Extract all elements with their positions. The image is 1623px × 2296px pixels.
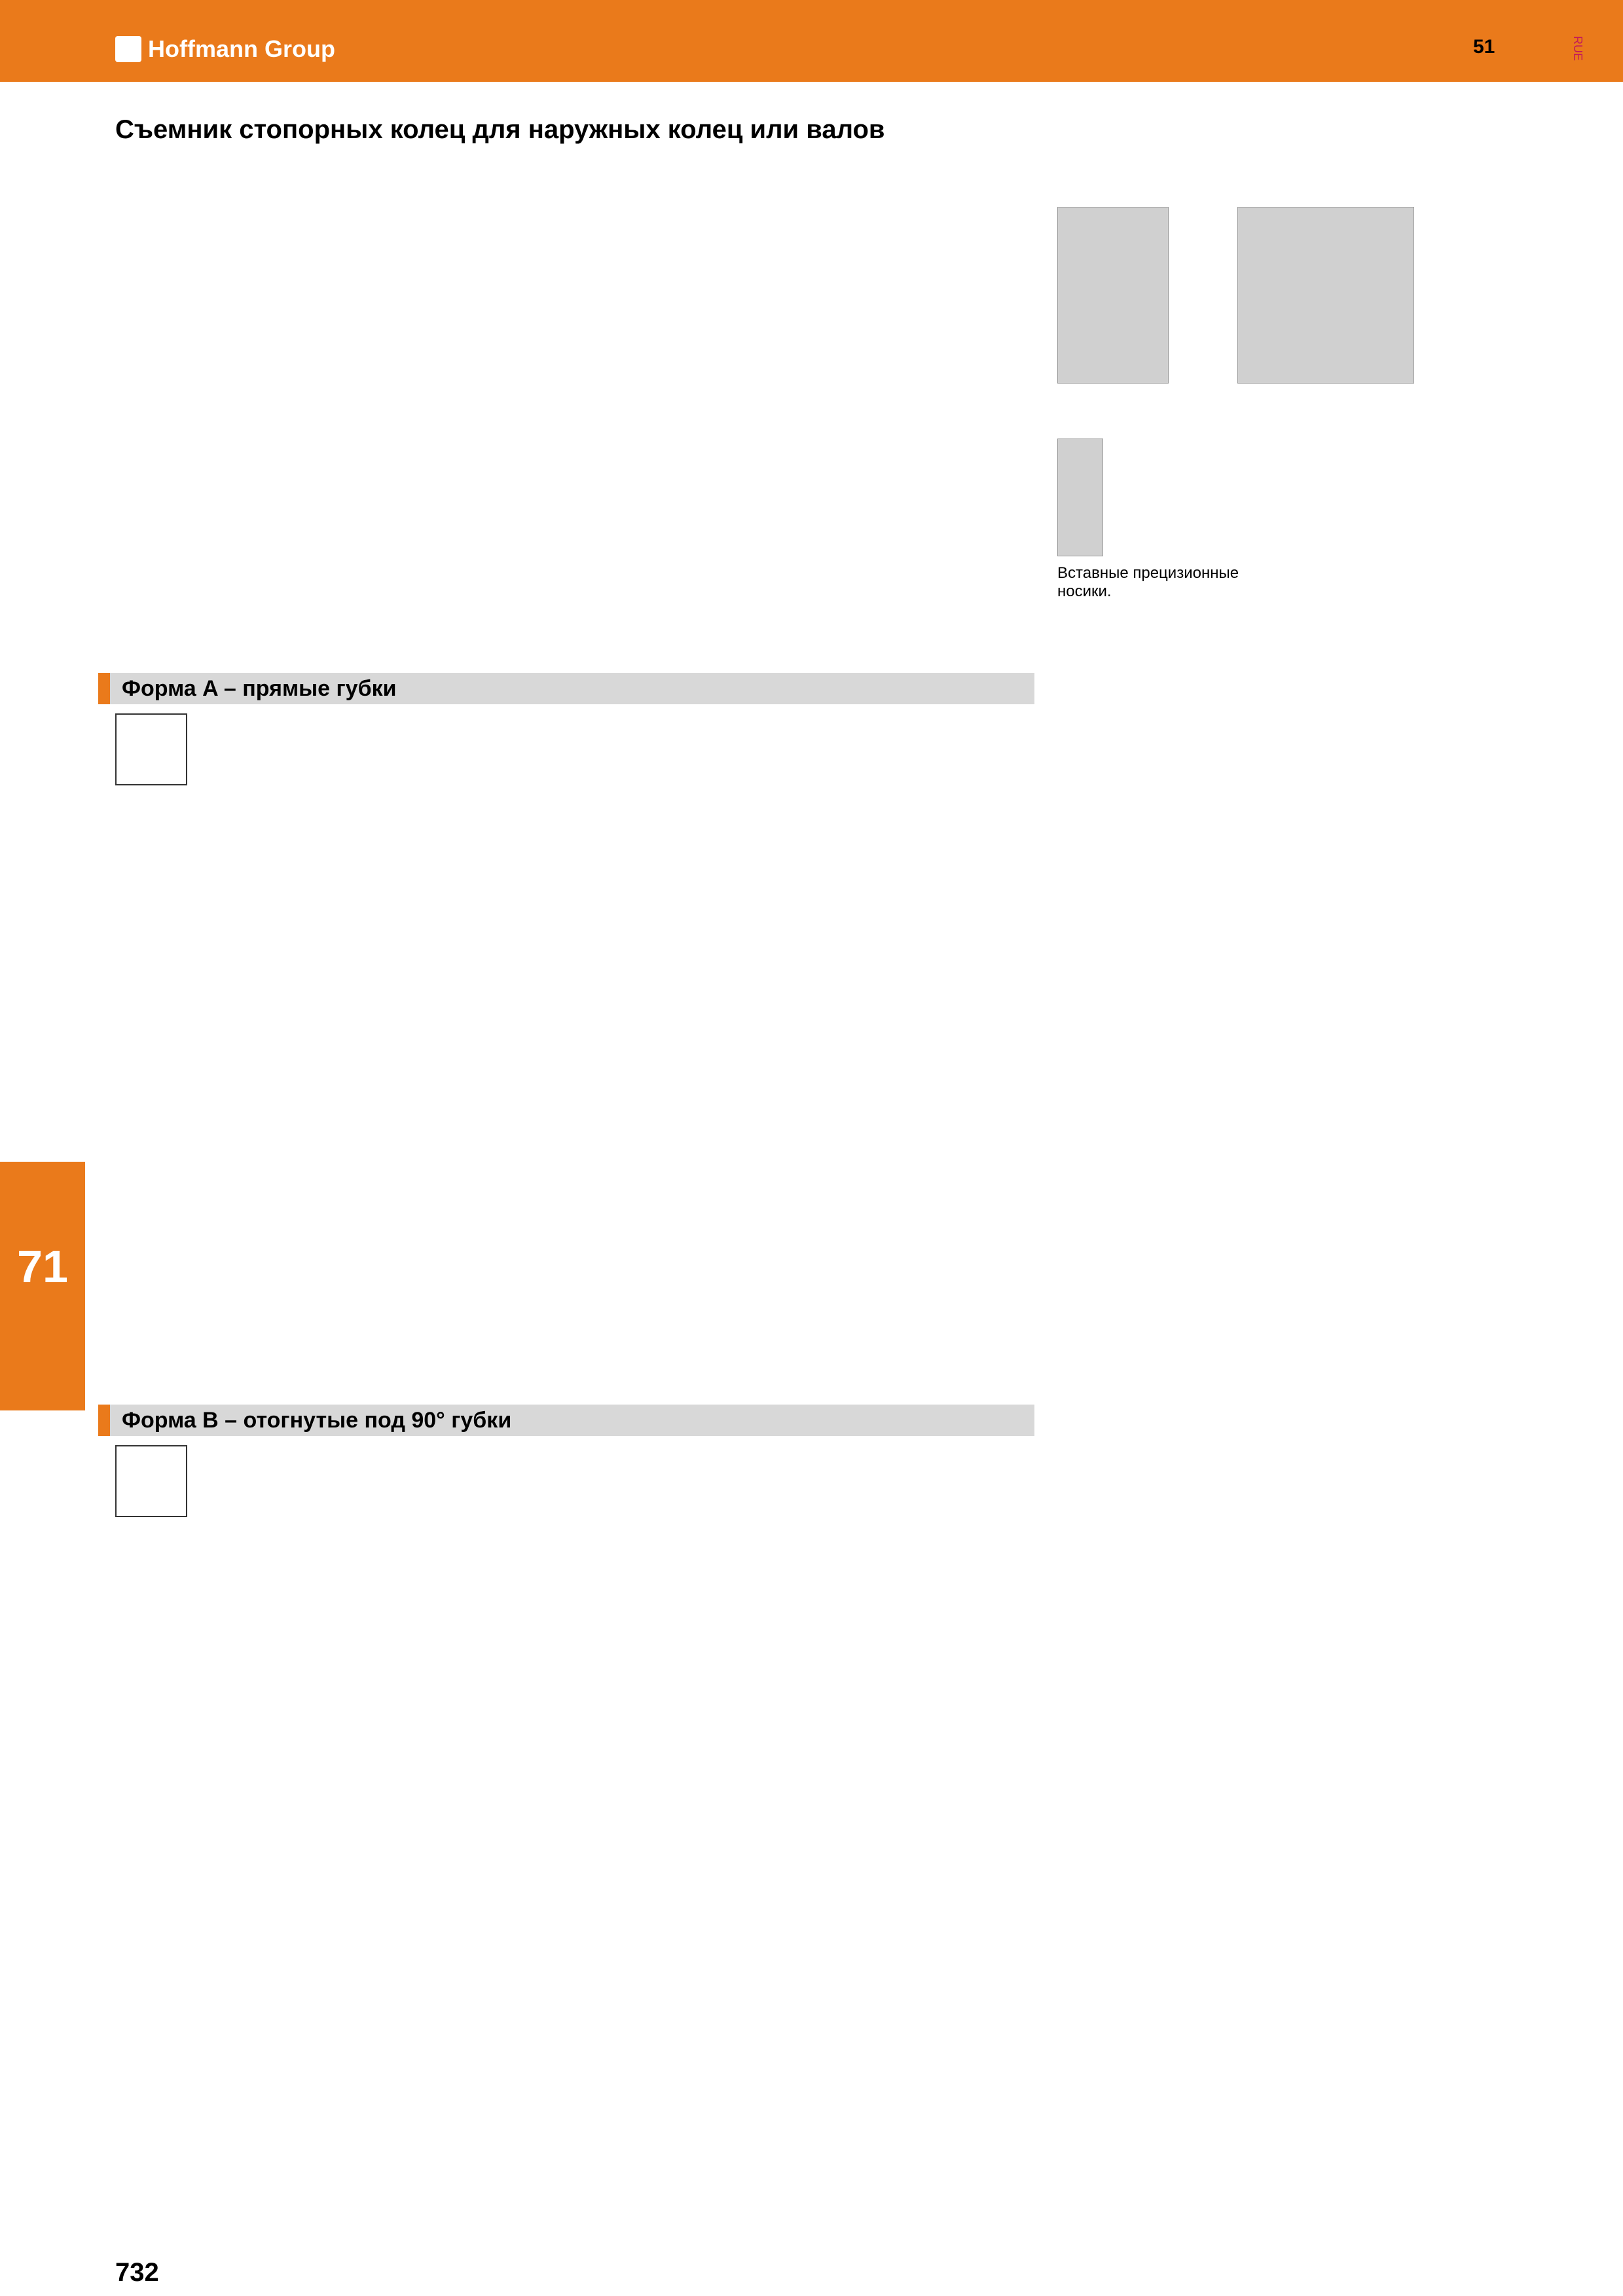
footer-page-number: 732 [115,2258,159,2287]
insert-note: Вставные прецизионные носики. [1057,564,1239,600]
product-photo [1237,207,1414,384]
logo-icon [115,36,141,62]
straight-jaw-icon [115,713,187,785]
section-form-b: Форма B – отогнутые под 90° губки [98,1405,1034,1436]
section-form-a: Форма A – прямые губки [98,673,1034,704]
product-photo [1057,207,1169,384]
page-number: 51 [1473,36,1495,58]
brand-logo: Hoffmann Group [115,34,377,64]
page-title: Съемник стопорных колец для наружных кол… [115,115,885,144]
header-bar [0,0,1623,82]
lang-tag: RUE [1571,36,1584,62]
chapter-tab: 71 [0,1162,85,1410]
insert-tip-photo [1057,439,1103,556]
angled-jaw-icon [115,1445,187,1517]
